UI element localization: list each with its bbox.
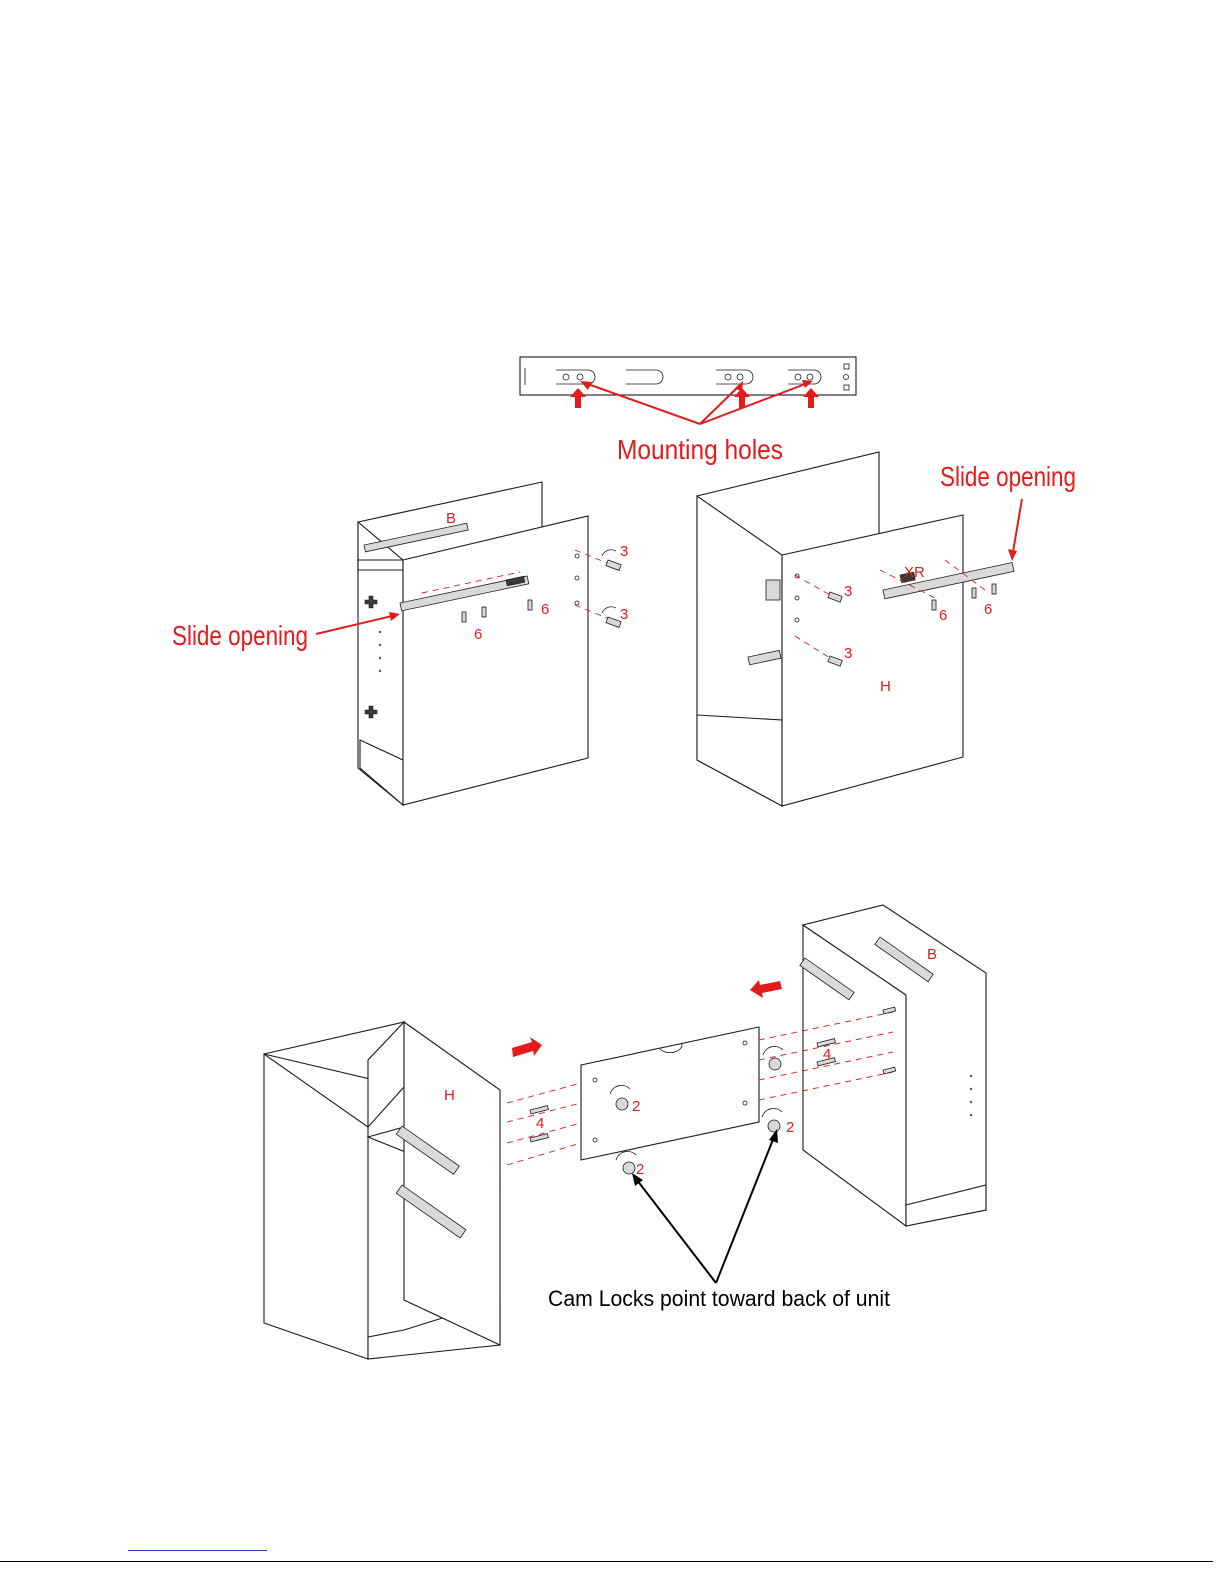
qty-label: 6	[474, 626, 482, 643]
qty-label: 3	[844, 583, 852, 600]
qty-label: 3	[844, 645, 852, 662]
top-right-cabinet	[697, 452, 1014, 806]
slide-opening-right-leader	[1008, 499, 1022, 561]
slide-rail-detail	[520, 357, 856, 395]
qty-label: 4	[823, 1046, 831, 1063]
qty-label: 3	[620, 606, 628, 623]
footer-rule	[0, 1561, 1213, 1562]
mounting-holes-label: Mounting holes	[617, 434, 783, 465]
panel-label-b-top: B	[446, 510, 456, 527]
cam-locks-leaders	[632, 1129, 778, 1283]
slide-opening-right-label: Slide opening	[940, 461, 1076, 492]
top-left-cabinet	[358, 482, 621, 805]
panel-label-h-top: H	[880, 678, 891, 695]
panel-label-h-bottom: H	[444, 1087, 455, 1104]
bottom-center-panel	[581, 1027, 783, 1174]
qty-label: 2	[632, 1098, 640, 1115]
cam-locks-label: Cam Locks point toward back of unit	[548, 1286, 890, 1311]
qty-label: 3	[620, 543, 628, 560]
qty-label: 6	[939, 607, 947, 624]
bottom-left-cabinet	[264, 1022, 500, 1359]
qty-label: 2	[636, 1161, 644, 1178]
panel-label-b-bottom: B	[927, 946, 937, 963]
slide-opening-left-label: Slide opening	[172, 620, 308, 651]
panel-label-xr: XR	[904, 564, 925, 581]
qty-label: 6	[541, 601, 549, 618]
footer-link-underline[interactable]	[128, 1550, 267, 1551]
qty-label: 2	[786, 1119, 794, 1136]
qty-label: 6	[984, 601, 992, 618]
qty-label: 4	[536, 1115, 544, 1132]
